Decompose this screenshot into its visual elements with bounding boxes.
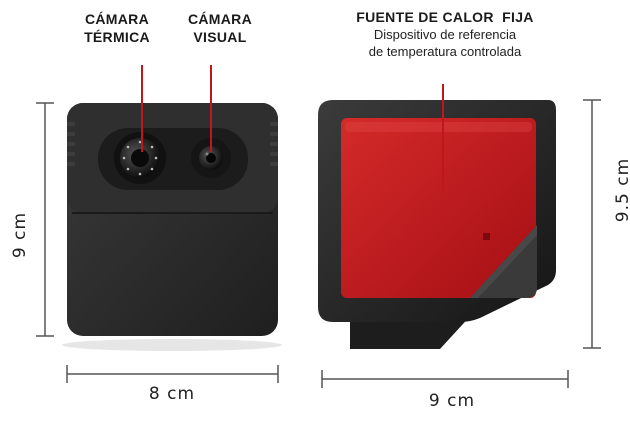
heat-source-label: FUENTE DE CALOR FIJA Dispositivo de refe… [325,8,565,60]
visual-camera-label: CÁMARA VISUAL [170,10,270,46]
camera-width-label: 8 cm [148,384,196,404]
source-width-dimension [321,370,569,388]
heat-source-device [318,100,556,349]
camera-width-dimension [66,365,279,383]
camera-device [62,103,282,351]
thermal-camera-label-line1: CÁMARA [84,11,149,27]
source-height-dimension [583,99,601,349]
heat-source-desc-line1: Dispositivo de referencia [373,27,517,42]
thermal-lens-icon [114,132,166,184]
camera-height-dimension [36,102,54,337]
thermal-camera-label-line2: TÉRMICA [84,29,150,45]
thermal-camera-label: CÁMARA TÉRMICA [62,10,172,46]
visual-camera-label-line1: CÁMARA [187,11,252,27]
camera-height-label: 9 cm [10,211,30,259]
heat-source-title: FUENTE DE CALOR FIJA [356,9,534,25]
visual-camera-label-line2: VISUAL [193,29,247,45]
source-width-label: 9 cm [428,391,476,411]
visual-lens-icon [191,138,231,178]
source-height-label: 9.5 cm [613,157,630,223]
heat-source-desc-line2: de temperatura controlada [368,44,522,59]
